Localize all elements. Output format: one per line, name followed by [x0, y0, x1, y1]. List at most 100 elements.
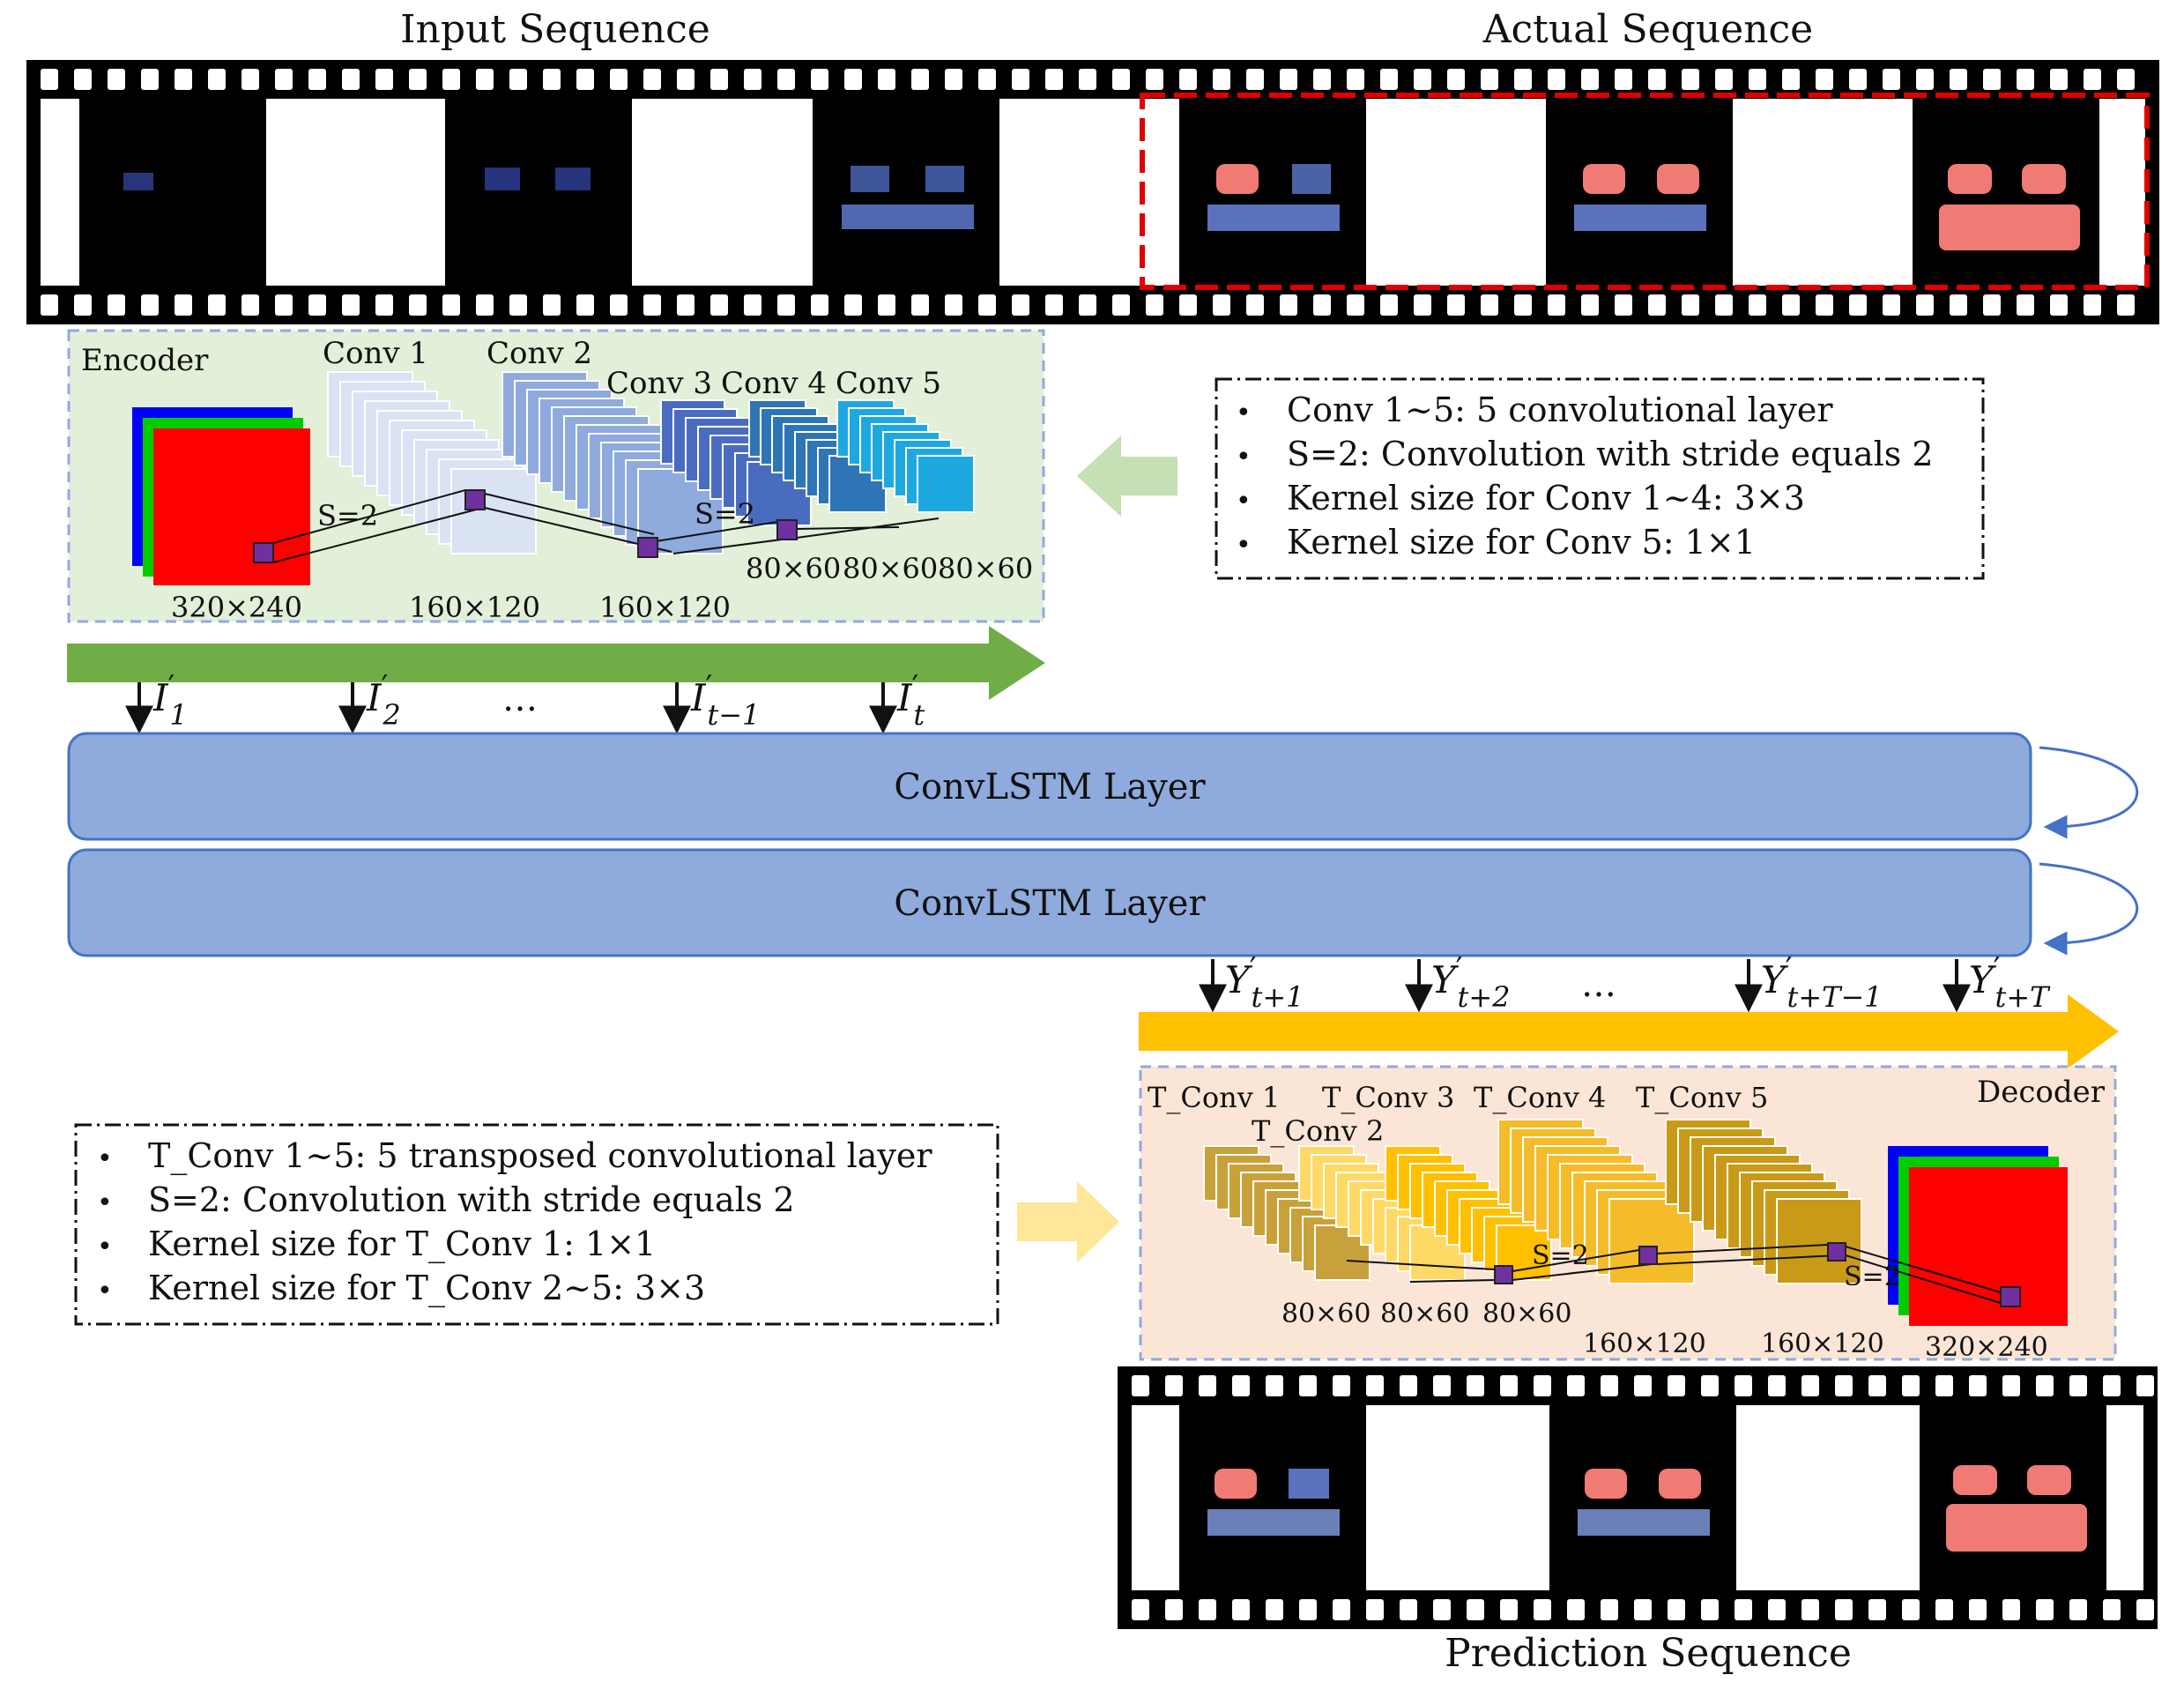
film-perforation	[2050, 69, 2068, 90]
film-perforation	[1701, 1599, 1719, 1620]
film-perforation	[308, 294, 326, 316]
film-perforation	[1548, 69, 1565, 90]
film-perforation	[1347, 69, 1364, 90]
film-perforation	[41, 294, 58, 316]
decoder-input-label: Y′t+2	[1431, 951, 1511, 1014]
actual-sequence-title: Actual Sequence	[1482, 7, 1813, 52]
encoder-size-conv5: 80×60	[938, 552, 1033, 585]
film-perforation	[1299, 1375, 1317, 1396]
film-perforation	[509, 69, 527, 90]
film-perforation	[2017, 294, 2034, 316]
film-perforation	[1199, 1599, 1216, 1620]
decoder-stride-label-1: S=2	[1532, 1240, 1589, 1271]
kernel-square-tconv3	[1494, 1265, 1513, 1284]
film-perforation	[1849, 69, 1867, 90]
actual-frame-2	[1546, 99, 1733, 286]
film-perforation	[1648, 69, 1666, 90]
encoder-stack-conv5	[836, 399, 975, 513]
film-perforation	[1165, 1375, 1183, 1396]
decoder-size-tconv4: 160×120	[1583, 1329, 1706, 1359]
film-perforation	[1902, 1375, 1920, 1396]
film-perforation	[710, 294, 728, 316]
film-perforation	[1634, 1599, 1652, 1620]
film-perforation	[1012, 294, 1029, 316]
film-perforation	[1534, 1375, 1551, 1396]
film-perforation	[610, 294, 628, 316]
film-perforation	[1735, 1375, 1752, 1396]
decoder-size-tconv2: 80×60	[1380, 1299, 1469, 1329]
film-perforation	[543, 69, 561, 90]
encoder-size-conv1: 160×120	[409, 591, 540, 624]
film-perforation	[1868, 1599, 1886, 1620]
decoder-flow-arrow	[1139, 994, 2119, 1068]
encoder-stride-label-2: S=2	[695, 497, 755, 531]
film-perforation	[844, 69, 862, 90]
actual-frame-3	[1913, 99, 2099, 286]
film-perforation	[1481, 69, 1498, 90]
film-perforation	[2002, 1599, 2020, 1620]
film-perforation	[141, 69, 159, 90]
film-perforation	[241, 294, 259, 316]
film-perforation	[1648, 294, 1666, 316]
film-perforation	[2103, 1599, 2121, 1620]
film-perforation	[1112, 69, 1130, 90]
film-perforation	[2036, 1599, 2054, 1620]
encoder-label: Encoder	[81, 343, 209, 378]
film-perforation	[1969, 1599, 1987, 1620]
encoder-layer-conv1: Conv 1	[323, 336, 428, 371]
film-perforation	[375, 294, 393, 316]
film-perforation	[945, 294, 962, 316]
film-perforation	[1935, 1375, 1953, 1396]
encoder-output-label: I′t−1	[690, 669, 760, 732]
film-perforations-bottom	[41, 294, 2135, 316]
film-perforation	[1849, 294, 1867, 316]
convlstm-layer-2-recurrent-arrow	[2039, 862, 2139, 956]
film-perforation	[1701, 1375, 1719, 1396]
film-perforation	[2036, 1375, 2054, 1396]
film-perforation	[1668, 1599, 1685, 1620]
film-perforation	[476, 69, 494, 90]
film-perforation	[1615, 69, 1632, 90]
film-perforation	[811, 294, 828, 316]
decoder-note-item: Kernel size for T_Conv 2~5: 3×3	[148, 1269, 705, 1308]
film-perforation	[1079, 294, 1096, 316]
decoder-note-item: S=2: Convolution with stride equals 2	[148, 1180, 795, 1219]
film-perforation	[744, 69, 761, 90]
film-perforation	[878, 294, 895, 316]
film-perforation	[1715, 69, 1733, 90]
film-perforation	[1366, 1599, 1384, 1620]
film-perforations-top	[1132, 1375, 2154, 1396]
prediction-frame-3	[1920, 1405, 2106, 1590]
film-perforation	[576, 69, 594, 90]
film-perforation	[1883, 294, 1900, 316]
encoder-layer-conv2: Conv 2	[487, 336, 592, 371]
decoder-note-item: Kernel size for T_Conv 1: 1×1	[148, 1224, 656, 1264]
encoder-note-item: Conv 1~5: 5 convolutional layer	[1287, 391, 1833, 429]
film-perforation	[1768, 1375, 1786, 1396]
film-perforation	[1232, 1375, 1250, 1396]
decoder-notes-box: •T_Conv 1~5: 5 transposed convolutional …	[74, 1123, 999, 1326]
film-perforation	[1835, 1375, 1853, 1396]
film-perforation	[677, 69, 695, 90]
input-frame-3	[813, 99, 999, 286]
encoder-note-item: Kernel size for Conv 1~4: 3×3	[1287, 479, 1805, 517]
film-perforation	[978, 69, 996, 90]
film-perforation	[1749, 294, 1766, 316]
film-perforation	[1380, 294, 1398, 316]
film-perforation	[1816, 69, 1833, 90]
film-perforation	[1213, 69, 1230, 90]
encoder-output-label: I′2	[366, 669, 401, 732]
encoder-note-bullet: •	[1236, 486, 1252, 517]
encoder-note-bullet: •	[1236, 442, 1252, 473]
film-perforation	[2069, 1375, 2087, 1396]
decoder-stack-tconv2	[1298, 1145, 1466, 1281]
film-perforation	[1601, 1375, 1618, 1396]
actual-frame-1	[1179, 99, 1366, 286]
film-perforation	[1514, 294, 1532, 316]
decoder-layer-tconv2: T_Conv 2	[1252, 1114, 1384, 1148]
feature-map	[1776, 1198, 1862, 1284]
film-perforation	[1916, 69, 1934, 90]
film-perforation	[543, 294, 561, 316]
film-perforation	[610, 69, 628, 90]
film-perforation	[1333, 1599, 1350, 1620]
